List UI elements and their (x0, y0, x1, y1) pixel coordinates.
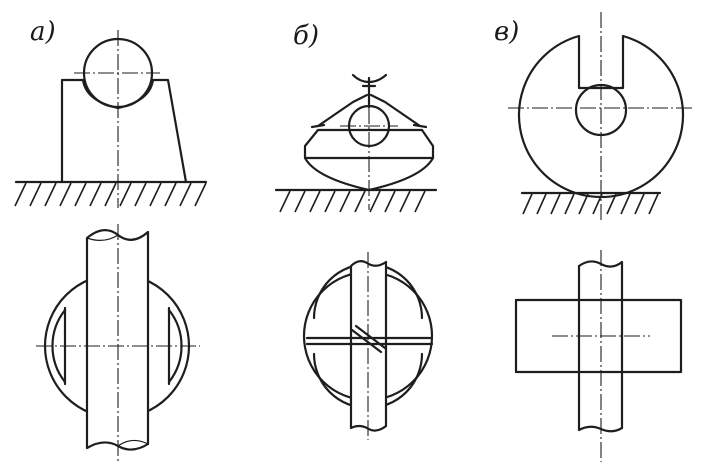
panel-b-front-view (274, 73, 438, 213)
panel-a-plan-view (36, 224, 200, 462)
panel-c-plan-view (514, 250, 683, 462)
v-block (60, 78, 188, 184)
ground-hatching (14, 182, 207, 207)
clamp-arms (316, 93, 422, 128)
panel-c-front-view (508, 12, 694, 222)
ground-hatching (522, 193, 659, 215)
wing-nut (351, 73, 388, 88)
ground-hatching (279, 190, 426, 213)
wing-nut (350, 324, 387, 354)
clamp-tips (310, 123, 428, 129)
panel-a-front-view (14, 30, 208, 208)
label-c: в) (494, 17, 519, 47)
slotted-disc (517, 34, 685, 199)
shaft-end-curve (117, 439, 149, 447)
rounded-support (303, 128, 435, 192)
shaft-end-curve (86, 234, 119, 241)
shaft (349, 259, 388, 432)
label-a: а) (30, 17, 56, 47)
label-b: б) (293, 21, 319, 51)
panel-b-plan-view (302, 252, 434, 440)
